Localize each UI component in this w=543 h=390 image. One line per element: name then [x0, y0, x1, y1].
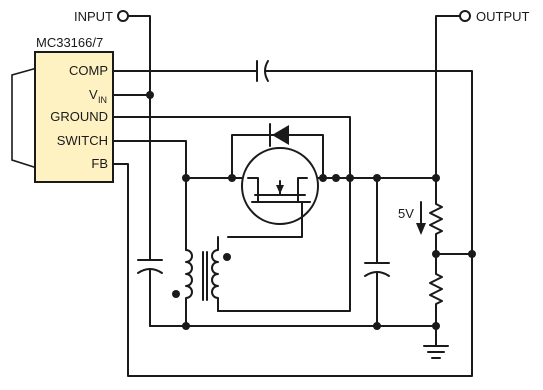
ic-part-label: MC33166/7 — [36, 35, 103, 50]
mosfet-arrow — [276, 185, 284, 194]
bus-junction-4 — [332, 174, 340, 182]
primary-winding — [185, 249, 193, 327]
mosfet-gate-lead — [227, 201, 303, 238]
divider-junction — [432, 250, 440, 258]
input-wiring — [112, 15, 154, 261]
output-terminal: OUTPUT — [459, 9, 530, 24]
ic-package: MC33166/7 COMP V IN GROUND SWITCH FB — [11, 35, 114, 183]
voltage-arrow-head — [416, 223, 426, 235]
input-terminal-circle — [117, 10, 129, 22]
input-terminal: INPUT — [74, 9, 129, 24]
switch-wire — [112, 140, 187, 251]
ground-wiring — [112, 116, 351, 312]
diode — [269, 123, 289, 147]
output-capacitor — [364, 177, 390, 327]
bus-junction-3 — [319, 174, 327, 182]
switch-wiring — [112, 140, 440, 251]
bus-junction-5 — [346, 174, 354, 182]
mosfet-source-lead — [297, 177, 308, 203]
lower-resistor — [429, 253, 443, 327]
output-wire — [435, 15, 461, 201]
output-terminal-circle — [459, 10, 471, 22]
feedback-divider: 5V — [398, 199, 476, 327]
bus-junction-1 — [182, 174, 190, 182]
ground-symbol-icon — [423, 345, 449, 359]
upper-resistor — [429, 199, 443, 255]
secondary-winding — [211, 236, 219, 312]
ic-body — [34, 51, 114, 183]
comp-wire-right — [264, 70, 473, 255]
bus-junction-2 — [228, 174, 236, 182]
input-label: INPUT — [74, 9, 113, 24]
voltage-annotation: 5V — [398, 206, 414, 221]
pin-vin-label: V — [89, 87, 98, 102]
ground-wire — [112, 116, 351, 312]
mosfet — [227, 147, 319, 238]
ground-junction-2 — [373, 322, 381, 330]
pin-switch-label: SWITCH — [57, 133, 108, 148]
output-label: OUTPUT — [476, 9, 530, 24]
input-wire — [127, 15, 151, 261]
comp-capacitor — [112, 60, 473, 255]
ground-rail — [149, 322, 440, 347]
pin-fb-label: FB — [91, 156, 108, 171]
input-capacitor — [137, 259, 163, 327]
pin-ground-label: GROUND — [50, 109, 108, 124]
vin-junction — [146, 91, 154, 99]
diode-triangle — [272, 125, 289, 145]
pin-comp-label: COMP — [69, 63, 108, 78]
ground-junction-1 — [182, 322, 190, 330]
pin-vin-subscript: IN — [98, 95, 107, 105]
output-rail — [435, 15, 461, 201]
primary-dot — [172, 290, 180, 298]
fb-wire — [112, 163, 473, 377]
feedback-wiring — [112, 163, 473, 377]
transformer — [172, 236, 231, 327]
ic-package-outline — [11, 67, 38, 169]
secondary-dot — [223, 253, 231, 261]
